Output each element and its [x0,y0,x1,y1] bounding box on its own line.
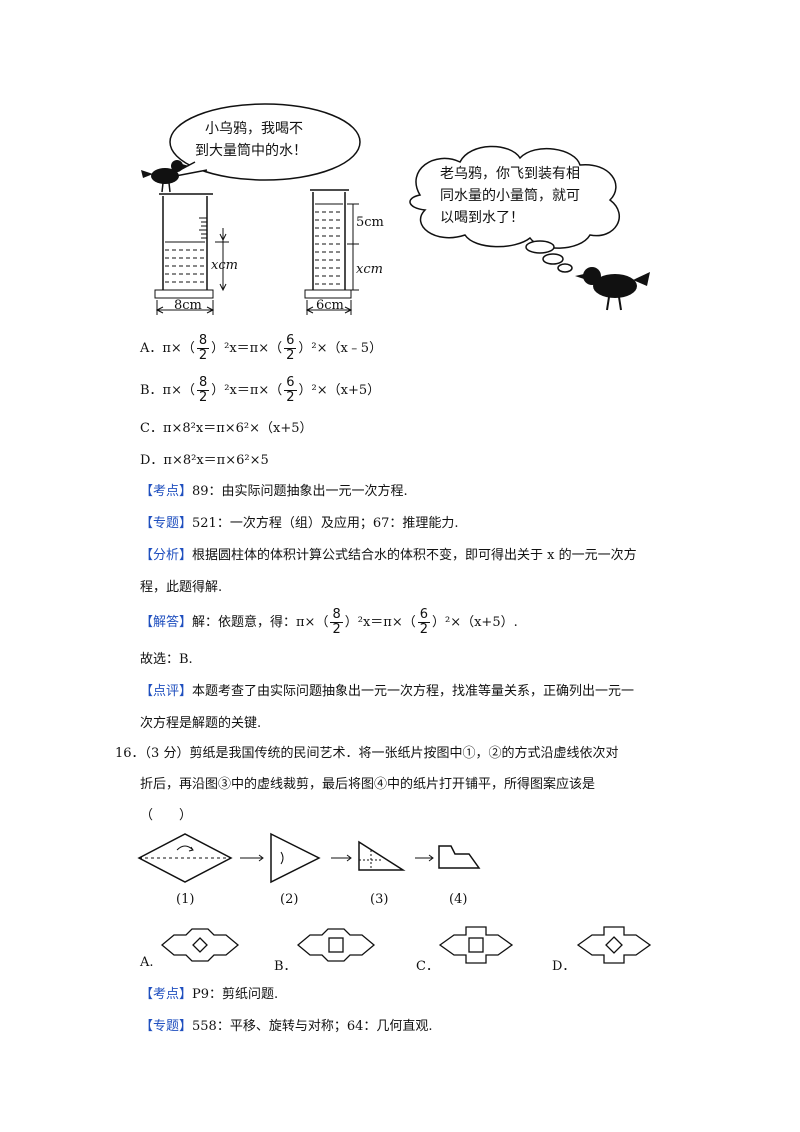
right-bubble-line-1: 老乌鸦，你飞到装有相 [440,166,580,182]
option-c: C．π×8²x＝π×6²×（x+5） [140,421,313,436]
fig-label-2: (2) [280,892,299,907]
label-x-left: xcm [211,258,238,273]
choice-a-label: A. [140,955,154,970]
small-crow-icon [141,160,189,193]
zhuanti-2: 【专题】558：平移、旋转与对称；64：几何直观. [140,1019,433,1034]
choice-b-shape [296,928,376,962]
kaodian-2: 【考点】P9：剪纸问题. [140,987,279,1002]
step4-cut-shape [438,845,481,869]
label-5cm: 5cm [356,215,384,230]
fenxi: 【分析】根据圆柱体的体积计算公式结合水的体积不变，即可得出关于 x 的一元一次方 [140,548,637,563]
label-x-right: xcm [356,262,383,277]
choice-d-label: D． [552,959,576,974]
choice-b-label: B． [274,959,297,974]
step3-small-triangle [358,840,406,871]
left-bubble-line-2: 到大量筒中的水！ [195,143,307,159]
small-cylinder [304,189,359,315]
choice-c-label: C． [416,959,439,974]
big-crow-icon [575,267,650,311]
choice-d-shape [576,926,652,964]
fenxi-cont: 程，此题得解. [140,580,223,595]
option-d: D．π×8²x＝π×6²×5 [140,453,269,468]
q16-line-3: （ ） [140,808,193,823]
fig-label-3: (3) [370,892,389,907]
right-bubble-line-2: 同水量的小量筒，就可 [440,188,580,204]
left-bubble-line-1: 小乌鸦，我喝不 [205,121,303,137]
kaodian-1: 【考点】89：由实际问题抽象出一元一次方程. [140,484,408,499]
right-thought-cloud [409,145,621,273]
step2-triangle [270,832,321,884]
crow-cylinder-figure [141,103,650,315]
label-width-right: 6cm [316,298,344,313]
guxuan: 故选：B. [140,652,193,667]
choice-c-shape [438,926,514,964]
dianping: 【点评】本题考查了由实际问题抽象出一元一次方程，找准等量关系，正确列出一元一 [140,684,635,699]
right-bubble-line-3: 以喝到水了！ [440,210,524,226]
large-cylinder [154,193,229,315]
folding-steps-figure [137,832,481,884]
q16-line-2: 折后，再沿图③中的虚线裁剪，最后将图④中的纸片打开铺平，所得图案应该是 [140,777,596,792]
q16-line-1: 16．（3 分）剪纸是我国传统的民间艺术．将一张纸片按图中①，②的方式沿虚线依次… [115,746,619,761]
fig-label-4: (4) [449,892,468,907]
fig-label-1: (1) [176,892,195,907]
zhuanti-1: 【专题】521：一次方程（组）及应用；67：推理能力. [140,516,459,531]
choice-a-shape [160,928,240,962]
dianping-cont: 次方程是解题的关键. [140,716,262,731]
label-width-left: 8cm [174,298,202,313]
left-speech-bubble [169,103,361,181]
